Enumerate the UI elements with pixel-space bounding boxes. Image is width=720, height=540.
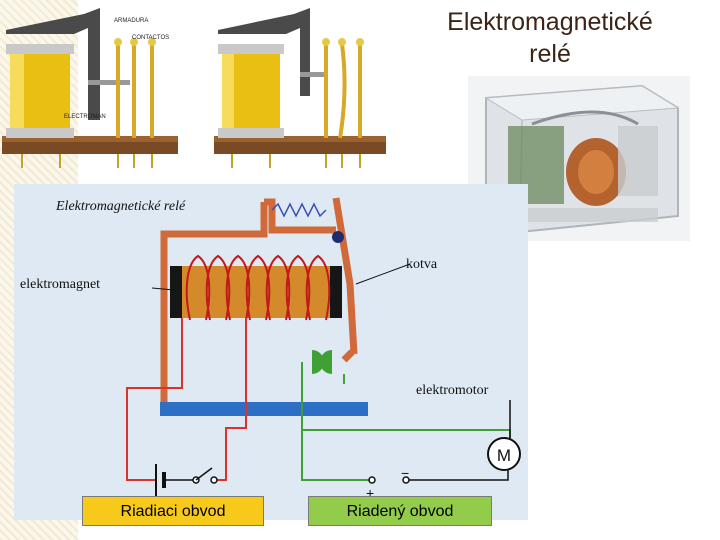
relay-schematic: Elektromagnetické relé elektromagnet kot…	[14, 184, 528, 520]
label-control-circuit: Riadiaci obvod	[82, 496, 264, 526]
electromagnet-coil	[185, 254, 331, 321]
contact-moving	[320, 350, 332, 374]
contact-fixed	[312, 350, 324, 374]
terminal-minus	[402, 476, 410, 484]
base-plate	[160, 402, 368, 416]
armature	[332, 197, 358, 355]
label-load-circuit: Riadený obvod	[308, 496, 492, 526]
label-armatura: ARMADURA	[114, 18, 148, 24]
motor-icon	[487, 437, 521, 471]
schematic-heading: Elektromagnetické relé	[55, 199, 186, 214]
label-armature: kotva	[406, 257, 438, 272]
title-line-2: relé	[529, 40, 571, 68]
label-motor: elektromotor	[416, 383, 489, 398]
minus-sign: −	[401, 465, 409, 481]
relay-illustration-closed	[214, 8, 386, 168]
armature-pivot	[332, 231, 344, 243]
relay-frame-yoke	[160, 202, 268, 414]
electromagnet-core	[170, 266, 342, 318]
label-contactos: CONTACTOS	[132, 35, 169, 41]
relay-frame-top	[264, 198, 336, 234]
page-title: Elektromagnetické relé	[400, 6, 700, 70]
relay-illustration-open: ARMADURA CONTACTOS ELECTROMAN	[2, 8, 178, 168]
label-electromagnet: elektromagnet	[20, 277, 100, 292]
plus-sign: +	[366, 485, 374, 501]
motor-symbol: M	[497, 446, 511, 465]
control-circuit-wire	[126, 318, 183, 481]
spring-icon	[271, 202, 327, 218]
label-electroman: ELECTROMAN	[64, 114, 106, 120]
relay-illustrations: ARMADURA CONTACTOS ELECTROMAN	[2, 8, 386, 168]
terminal-plus	[368, 476, 376, 484]
title-line-1: Elektromagnetické	[447, 8, 653, 36]
